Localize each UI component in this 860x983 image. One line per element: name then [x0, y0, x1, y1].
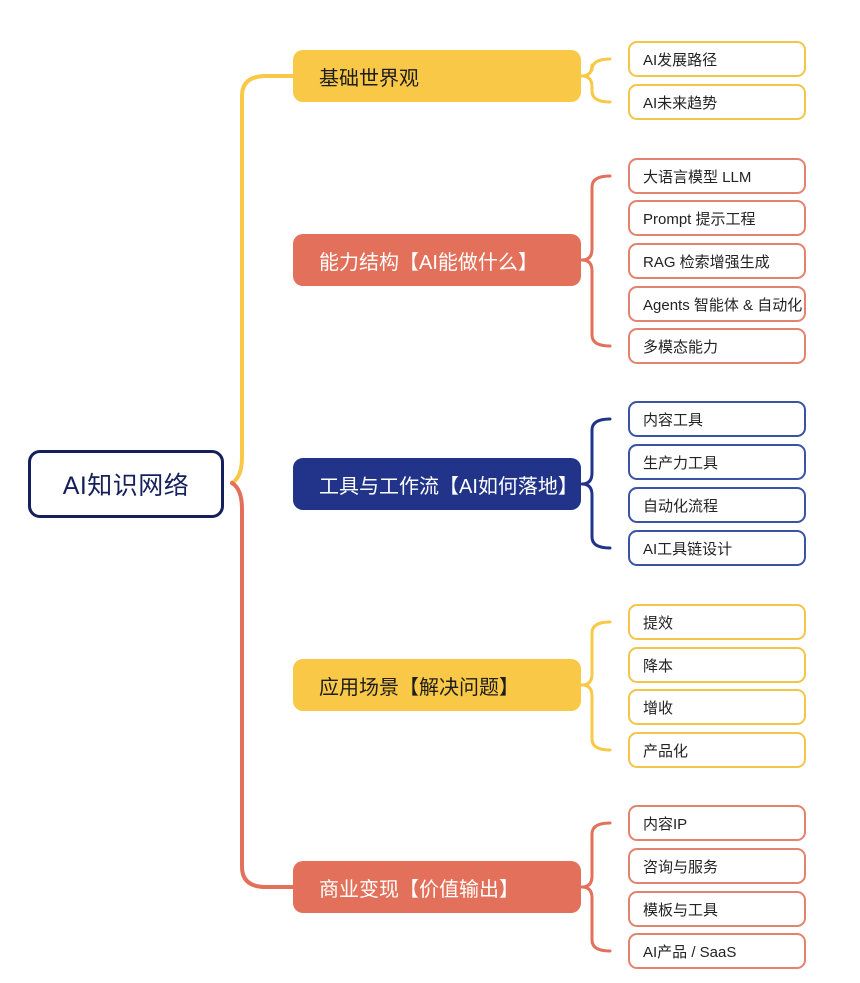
leaf-node-2-2[interactable]: Prompt 提示工程 [628, 200, 806, 236]
branch-node-3[interactable]: 工具与工作流【AI如何落地】 [293, 458, 581, 510]
leaf-node-4-4[interactable]: 产品化 [628, 732, 806, 768]
leaf-node-3-2[interactable]: 生产力工具 [628, 444, 806, 480]
root-node[interactable]: AI知识网络 [28, 450, 224, 518]
brace-connector-1 [580, 57, 612, 104]
leaf-node-5-2[interactable]: 咨询与服务 [628, 848, 806, 884]
brace-connector-5 [580, 821, 612, 953]
leaf-node-5-3[interactable]: 模板与工具 [628, 891, 806, 927]
branch-node-1[interactable]: 基础世界观 [293, 50, 581, 102]
brace-connector-3 [580, 417, 612, 550]
leaf-node-3-1[interactable]: 内容工具 [628, 401, 806, 437]
leaf-node-5-1[interactable]: 内容IP [628, 805, 806, 841]
brace-connector-2 [580, 174, 612, 348]
leaf-node-3-4[interactable]: AI工具链设计 [628, 530, 806, 566]
trunk-connectors [230, 74, 295, 889]
branch-node-4[interactable]: 应用场景【解决问题】 [293, 659, 581, 711]
leaf-node-2-4[interactable]: Agents 智能体 & 自动化 [628, 286, 806, 322]
leaf-node-5-4[interactable]: AI产品 / SaaS [628, 933, 806, 969]
leaf-node-2-1[interactable]: 大语言模型 LLM [628, 158, 806, 194]
brace-connectors [580, 57, 612, 953]
brace-connector-4 [580, 620, 612, 752]
leaf-node-2-5[interactable]: 多模态能力 [628, 328, 806, 364]
branch-node-2[interactable]: 能力结构【AI能做什么】 [293, 234, 581, 286]
leaf-node-4-3[interactable]: 增收 [628, 689, 806, 725]
leaf-node-4-1[interactable]: 提效 [628, 604, 806, 640]
leaf-node-2-3[interactable]: RAG 检索增强生成 [628, 243, 806, 279]
trunk-upper-yellow [230, 74, 295, 485]
leaf-node-4-2[interactable]: 降本 [628, 647, 806, 683]
leaf-node-1-1[interactable]: AI发展路径 [628, 41, 806, 77]
leaf-node-3-3[interactable]: 自动化流程 [628, 487, 806, 523]
branch-node-5[interactable]: 商业变现【价值输出】 [293, 861, 581, 913]
leaf-node-1-2[interactable]: AI未来趋势 [628, 84, 806, 120]
trunk-lower-salmon [230, 481, 295, 889]
